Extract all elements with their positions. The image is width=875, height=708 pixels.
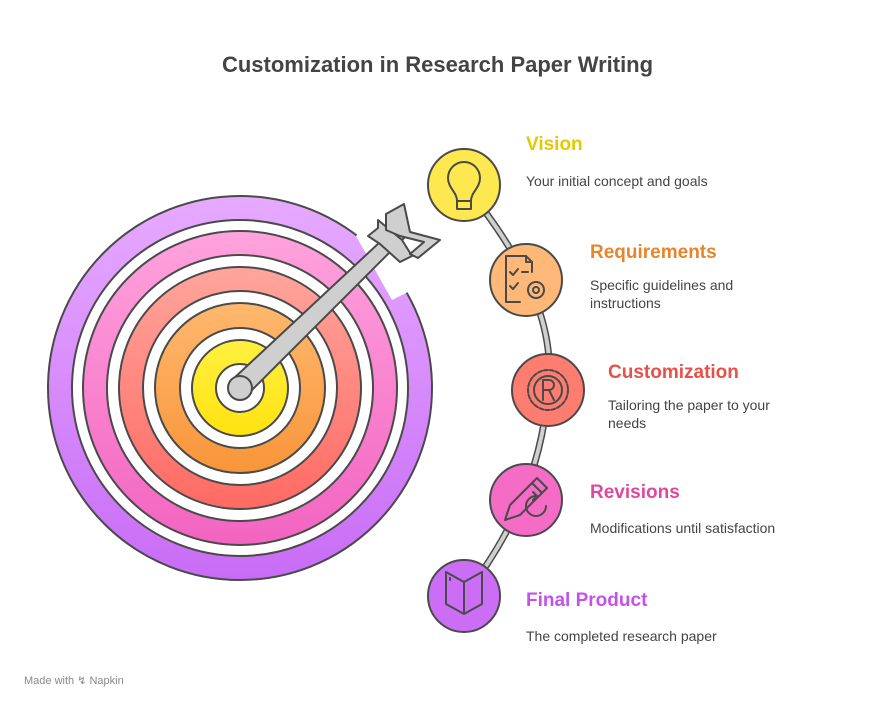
step-description-vision: Your initial concept and goals bbox=[526, 173, 708, 189]
step-title-vision: Vision bbox=[526, 134, 583, 155]
step-title-revisions: Revisions bbox=[590, 482, 680, 503]
step-description-requirements: Specific guidelines and instructions bbox=[590, 277, 734, 311]
registered-gear-icon bbox=[527, 369, 569, 411]
step-circle-vision bbox=[427, 148, 501, 222]
step-description-final-product: The completed research paper bbox=[526, 628, 717, 644]
lightbulb-icon bbox=[447, 161, 481, 210]
step-title-final-product: Final Product bbox=[526, 590, 648, 611]
arrow-icon bbox=[227, 203, 441, 401]
page-title: Customization in Research Paper Writing bbox=[221, 52, 654, 77]
napkin-attribution[interactable]: Made with ↯ Napkin bbox=[24, 674, 124, 687]
step-circle-revisions bbox=[489, 463, 563, 537]
made-with-label: Made with bbox=[24, 675, 75, 687]
step-description-revisions: Modifications until satisfaction bbox=[590, 520, 776, 536]
checklist-gear-icon bbox=[505, 255, 545, 303]
step-title-requirements: Requirements bbox=[590, 242, 717, 263]
book-icon bbox=[445, 571, 483, 615]
step-description-customization: Tailoring the paper to your needs bbox=[608, 397, 770, 431]
napkin-logo-icon: ↯ bbox=[77, 675, 87, 687]
step-circle-requirements bbox=[489, 243, 563, 317]
pencil-refresh-icon bbox=[504, 477, 548, 521]
step-title-customization: Customization bbox=[608, 362, 739, 383]
napkin-brand: Napkin bbox=[89, 675, 124, 687]
